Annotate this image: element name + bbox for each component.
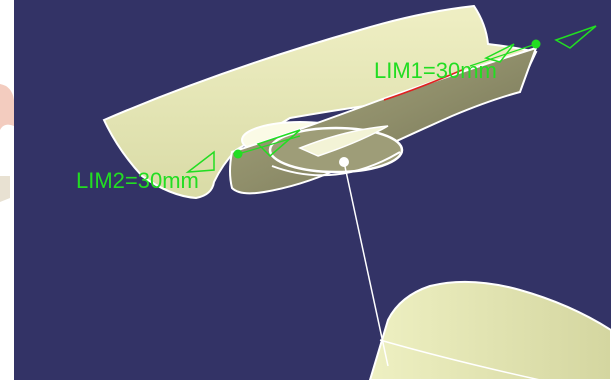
highlighted-edge	[383, 69, 463, 101]
arrow-head-icon[interactable]	[483, 43, 515, 63]
arrow-head-icon[interactable]	[554, 25, 597, 49]
part-cylinder	[368, 280, 611, 380]
limit-point-icon[interactable]	[233, 149, 243, 159]
watermark-fragment	[0, 84, 14, 130]
arrow-head-icon[interactable]	[256, 129, 301, 158]
arrow-head-icon[interactable]	[185, 150, 215, 173]
limit-leader-line	[237, 135, 301, 155]
anchor-point-icon[interactable]	[339, 157, 349, 167]
cylinder-edge	[379, 339, 541, 380]
boss-lip	[271, 151, 401, 177]
limit-point-icon[interactable]	[531, 39, 541, 49]
boss-slot	[298, 125, 389, 157]
limit-annotations: LIM1=30mm LIM2=30mm	[76, 25, 597, 193]
watermark-fragment	[0, 176, 10, 202]
lim2-label[interactable]: LIM2=30mm	[76, 168, 199, 193]
limit-leader-line	[469, 43, 537, 67]
anchor-line	[343, 161, 389, 367]
lim1-label[interactable]: LIM1=30mm	[374, 58, 497, 83]
